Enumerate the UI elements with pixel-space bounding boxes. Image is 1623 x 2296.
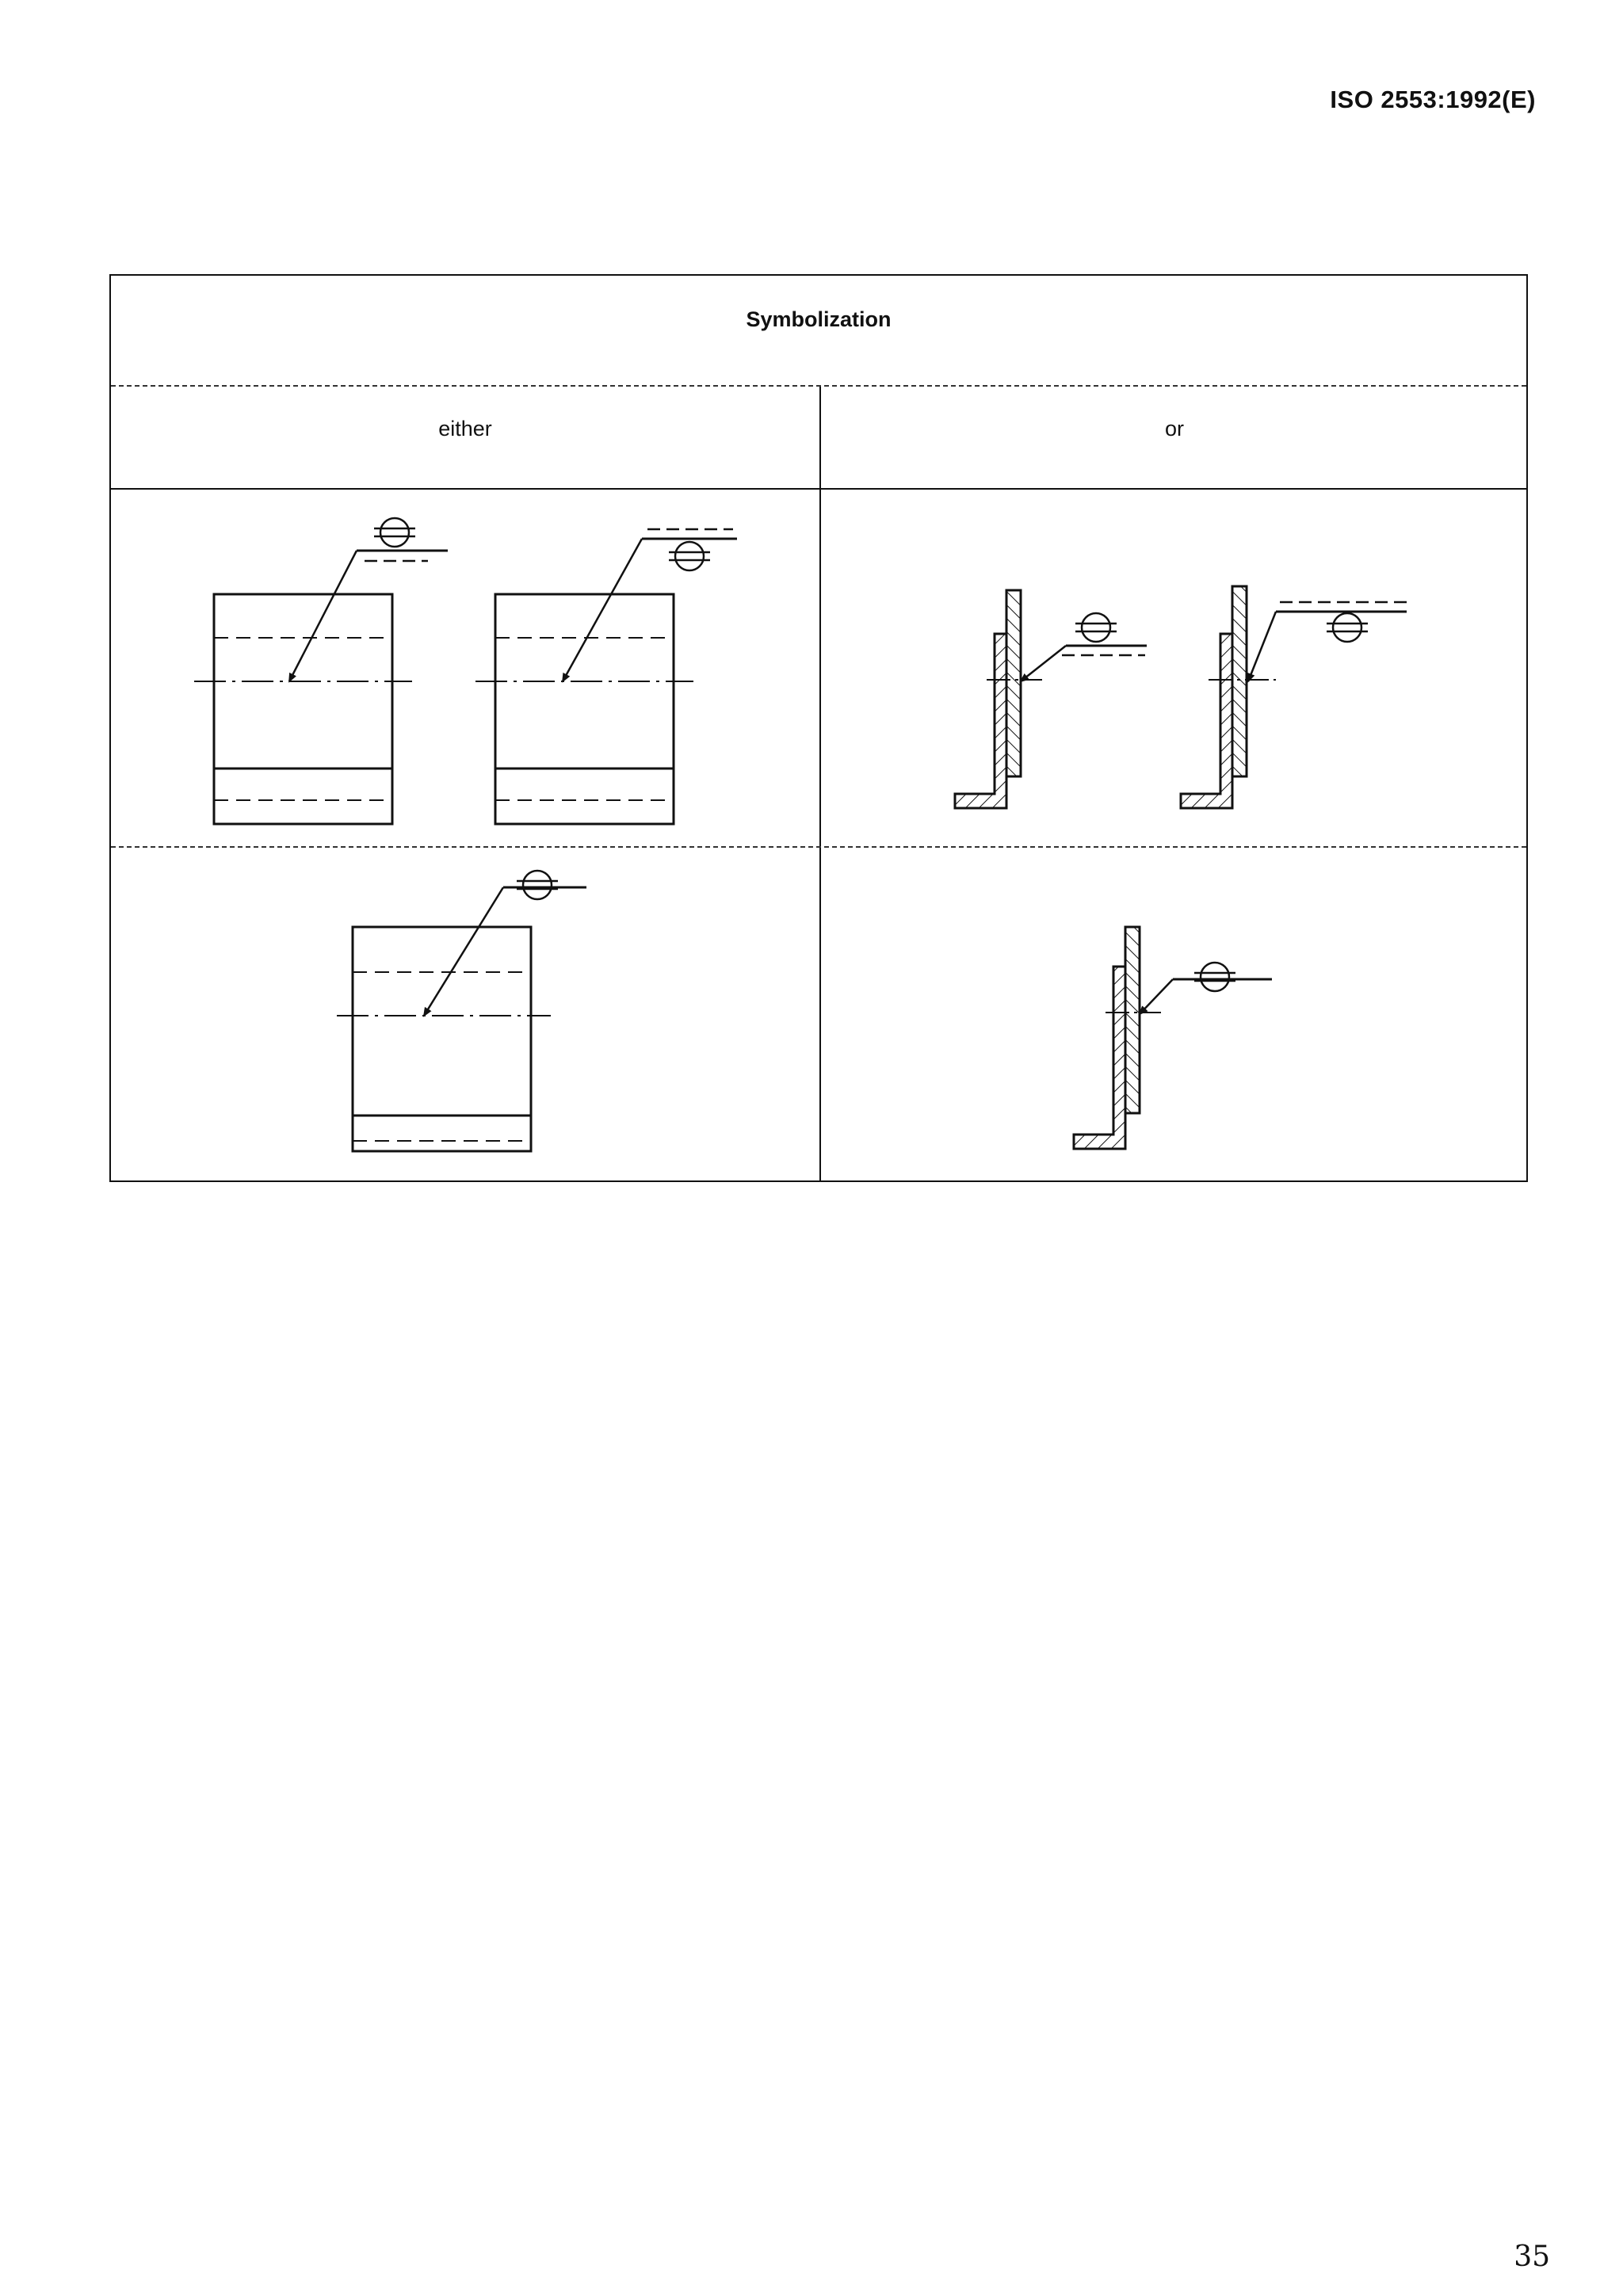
column-label-or: or [1164,417,1184,441]
column-label-either: either [438,417,492,441]
row-divider-header [111,488,1526,490]
row-divider-title [111,385,1526,387]
weld-section-or-1 [953,589,1147,810]
weld-section-or-3 [1072,925,1272,1150]
column-divider [819,387,821,1180]
document-header: ISO 2553:1992(E) [1330,86,1536,113]
symbolization-table: Symbolization either or [109,274,1528,1182]
row-divider-middle [111,846,1526,848]
page-number: 35 [1514,2241,1550,2273]
weld-drawing-either-3 [337,869,586,1153]
weld-drawing-either-2 [475,528,737,826]
weld-section-or-2 [1179,585,1407,810]
weld-drawing-either-1 [194,517,448,826]
table-title: Symbolization [746,307,892,331]
